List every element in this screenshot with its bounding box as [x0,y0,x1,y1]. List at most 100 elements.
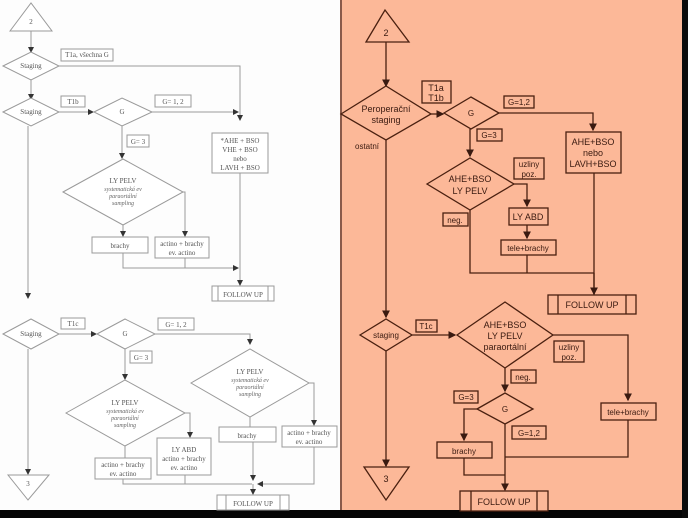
connector-bottom-right [362,466,411,502]
label-g12-box-2 [157,317,195,331]
brachy-right: brachy [452,447,476,456]
staging-1-label: Staging [20,62,42,70]
surgery-box-left [211,132,269,174]
follow-up-box-left-2 [216,494,290,511]
label-uzliny-box-2 [553,340,585,363]
perop-staging-line-2: staging [371,115,400,125]
ly-pelv-2-line-4: sampling [114,423,136,429]
ly-pelv-1-line-3: paraortální [108,194,138,200]
label-t1c-right-box [415,319,438,333]
label-t1b: T1b [67,98,79,106]
ly-pelv-2-line-1: LY PELV [112,399,139,407]
actino-brachy-3-line-2: ev. actino [296,438,323,446]
brachy-box-2 [218,426,277,443]
panel-divider [340,0,342,510]
label-t1c: T1c [68,320,79,328]
ly-pelv-3-line-2: systematická ev [231,378,269,384]
label-t1c-right: T1c [419,322,432,331]
tele-brachy-1: tele+brachy [507,244,549,253]
label-g3-box-2 [129,350,153,364]
ly-pelv-3-line-3: paraortální [235,385,265,391]
label-g12-right-1: G=1,2 [508,98,531,107]
label-g3-right-1: G=3 [481,131,497,140]
surgery-right-line-3: LAVH+BSO [569,159,616,169]
tele-brachy-2: tele+brachy [607,408,649,417]
actino-brachy-box-3 [281,425,338,448]
label-uzliny-1-line-1: uzliny [519,160,539,169]
label-t1ab-box [421,80,452,104]
right-flowchart [339,8,657,512]
label-neg-box-2 [510,369,537,384]
follow-up-left-1: FOLLOW UP [223,291,263,299]
label-ostatni: ostatní [355,142,380,151]
g-decision-2-label: G [122,330,127,338]
label-uzliny-2-line-1: uzliny [559,343,579,352]
ly-pelv-1-line-1: LY PELV [110,177,137,185]
ahe-ly-pelv-line-1: AHE+BSO [449,174,492,184]
label-g3-box-1 [126,134,150,148]
label-uzliny-2-line-2: poz. [561,353,576,362]
g-decision-right-2 [475,392,535,425]
label-g12-2: G= 1, 2 [165,321,187,329]
surgery-line-3: nebo [233,155,247,163]
ahe-paraortalni-line-1: AHE+BSO [484,320,527,330]
connector-top-left-label: 2 [29,18,33,26]
label-t1b: T1b [428,93,444,103]
follow-up-box-right-1 [547,294,637,315]
tele-brachy-box-1 [500,239,557,256]
ly-abd-box-right [508,207,549,226]
label-g12-1: G= 1, 2 [162,98,184,106]
ly-abd-right: LY ABD [513,212,544,222]
label-g12-right-2: G=1,2 [518,429,541,438]
brachy-box-1 [91,236,149,254]
brachy-1: brachy [110,242,130,250]
label-g12-box-1 [154,94,192,108]
connector-bottom-right-label: 3 [383,474,388,484]
perop-staging-line-1: Peroperační [361,104,411,114]
g-decision-1-label: G [119,108,124,116]
label-t1b-box [60,95,86,108]
connector-top-right [364,8,411,43]
connector-top-right-label: 2 [383,28,388,38]
actino-brachy-2-line-1: actino + brachy [101,461,145,469]
label-t1a: T1a, všechna G [65,51,109,59]
actino-brachy-box-1 [154,236,210,259]
label-uzliny-box-1 [513,157,545,180]
label-t1a: T1a [428,83,444,93]
surgery-right-line-2: nebo [583,148,603,158]
label-neg-box-1 [442,212,469,227]
label-neg-2: neg. [515,373,531,382]
connector-bottom-left [6,474,51,501]
surgery-line-1: *AHE + BSO [221,137,260,145]
ahe-ly-pelv-line-2: LY PELV [452,186,487,196]
label-g12-right-box-1 [503,95,535,109]
connector-bottom-left-label: 3 [26,480,30,488]
g-decision-right-2-label: G [502,405,508,414]
ahe-paraortalni-line-3: paraortální [483,342,527,352]
ahe-ly-pelv-decision [425,157,516,211]
ly-pelv-2-line-2: systematická ev [106,409,144,415]
actino-brachy-2-line-2: ev. actino [110,470,137,478]
follow-up-box-left-1 [211,285,275,302]
actino-brachy-3-line-1: actino + brachy [287,429,331,437]
ly-pelv-2-line-3: paraortální [110,416,140,422]
brachy-2: brachy [237,432,257,440]
label-g3-1: G= 3 [131,138,146,146]
label-g12-right-box-2 [511,425,547,440]
follow-up-right-1: FOLLOW UP [565,300,618,310]
surgery-line-4: LAVH + BSO [220,164,260,172]
actino-brachy-1-line-1: actino + brachy [160,240,204,248]
follow-up-right-2: FOLLOW UP [477,497,530,507]
ly-pelv-3-line-1: LY PELV [237,368,264,376]
staging-right-2-label: staging [373,331,399,340]
label-g3-2: G= 3 [134,354,149,362]
label-t1c-box [60,317,86,330]
follow-up-box-right-2 [459,490,549,512]
ly-pelv-3-line-4: sampling [239,392,261,398]
right-frame [682,0,688,518]
bottom-frame [0,510,688,518]
ahe-paraortalni-line-2: LY PELV [487,331,522,341]
label-g3-right-box-2 [453,390,479,404]
follow-up-left-2: FOLLOW UP [233,500,273,508]
